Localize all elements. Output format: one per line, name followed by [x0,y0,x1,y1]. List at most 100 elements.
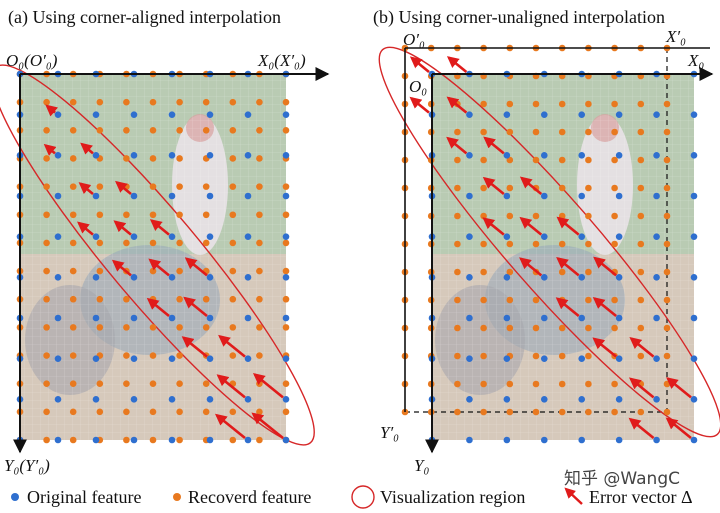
recovered-feature-dot [611,240,618,248]
recovered-feature-dot [585,380,592,388]
recovered-feature-dot [202,324,210,331]
original-feature-dot [503,274,511,281]
recovered-feature-dot [96,267,104,275]
recovered-feature-dot [532,100,540,108]
error-vector [556,256,580,277]
recovered-feature-dot [256,352,263,359]
recovered-feature-dot [256,239,263,247]
recovered-feature-dot [663,324,671,332]
original-feature-dot [54,314,62,322]
recovered-feature-dot [176,127,183,134]
recovered-feature-dot [558,352,566,360]
original-feature-dot [54,274,62,281]
original-feature-dot [615,436,623,444]
recovered-feature-dot [480,380,487,388]
original-feature-dot [578,111,586,118]
original-feature-dot [503,152,511,159]
recovered-feature-dot [480,296,487,304]
recovered-feature-dot [229,352,237,359]
recovered-feature-dot [149,436,157,444]
original-feature-dot [503,314,511,322]
recovered-feature-dot [532,156,540,164]
recovered-feature-dot [558,100,566,108]
original-feature-dot [653,436,660,444]
recovered-feature-dot [43,183,50,190]
recovered-feature-dot [637,240,645,248]
recovered-feature-dot [176,267,183,275]
x-prime-axis-label-b: X′₀ [665,27,686,46]
recovered-feature-dot [123,436,130,444]
original-feature-dot [653,314,660,322]
recovered-feature-dot [663,408,671,416]
recovered-feature-dot [611,380,618,388]
recovered-feature-dot [69,267,77,275]
original-feature-dot [130,274,138,281]
error-vector [251,412,284,440]
recovered-feature-dot [585,268,592,276]
recovered-feature-dot [229,211,237,219]
recovered-feature-dot [229,239,237,247]
original-feature-dot [244,436,252,444]
recovered-feature-dot [663,184,671,192]
error-vector [666,377,692,399]
recovered-feature-dot [480,352,487,360]
error-vector [629,337,655,358]
recovered-feature-dot [69,324,77,331]
error-vectors-b [409,56,692,440]
recovered-feature-dot [532,380,540,388]
original-feature-dot [540,152,548,159]
error-vector [592,296,617,318]
recovered-feature-dot [282,183,290,190]
y-axis-label-b: Y₀ [414,456,429,475]
recovered-feature-dot [663,380,671,388]
original-feature-dot [168,152,176,159]
recovered-feature-dot [585,296,592,304]
original-feature-dot [92,355,100,362]
recovered-feature-dot [202,239,210,247]
original-feature-dot [206,192,214,200]
recovered-feature-dot [149,183,157,190]
original-feature-dot [168,111,176,118]
original-feature-dot [540,396,548,403]
recovered-feature-dot [506,324,514,332]
recovered-feature-dot [282,380,290,387]
original-feature-dot [282,111,290,118]
original-feature-dot [54,355,62,362]
recovered-feature-dot [611,212,618,220]
recovered-feature-dot [454,352,461,360]
original-feature-dot [540,192,548,200]
recovered-feature-dot [256,98,263,106]
recovered-feature-dot [454,268,461,276]
error-vector [45,104,59,117]
panel-a-photo [20,74,286,440]
recovered-feature-dot [96,408,104,416]
original-feature-dot [540,111,548,118]
visualization-region-b [378,46,720,438]
recovered-feature-dot [532,352,540,360]
error-vector [148,258,170,277]
recovered-feature-dot [585,184,592,192]
error-vector [111,259,132,277]
error-vector [665,417,692,440]
error-vector [482,176,505,196]
y-prime-axis-label-b: Y′₀ [380,423,399,442]
recovered-feature-dot [585,240,592,248]
legend-error-label: Error vector Δ [589,487,693,507]
error-vector [183,296,208,318]
original-feature-dot [466,396,473,403]
recovered-feature-dot [43,380,50,387]
original-feature-dot [206,152,214,159]
recovered-feature-dot [454,212,461,220]
original-feature-dot [54,436,62,444]
original-feature-dot [578,314,586,322]
recovered-feature-dot [43,352,50,359]
recovered-feature-dot [637,100,645,108]
original-feature-dot [54,152,62,159]
recovered-feature-dot [96,127,104,134]
original-feature-dot [244,111,252,118]
recovered-feature-dot [176,295,183,303]
origin-prime-label-b: O′₀ [403,30,425,49]
recovered-features-a [16,70,290,444]
recovered-feature-dot [123,127,130,134]
recovered-feature-dot [480,268,487,276]
